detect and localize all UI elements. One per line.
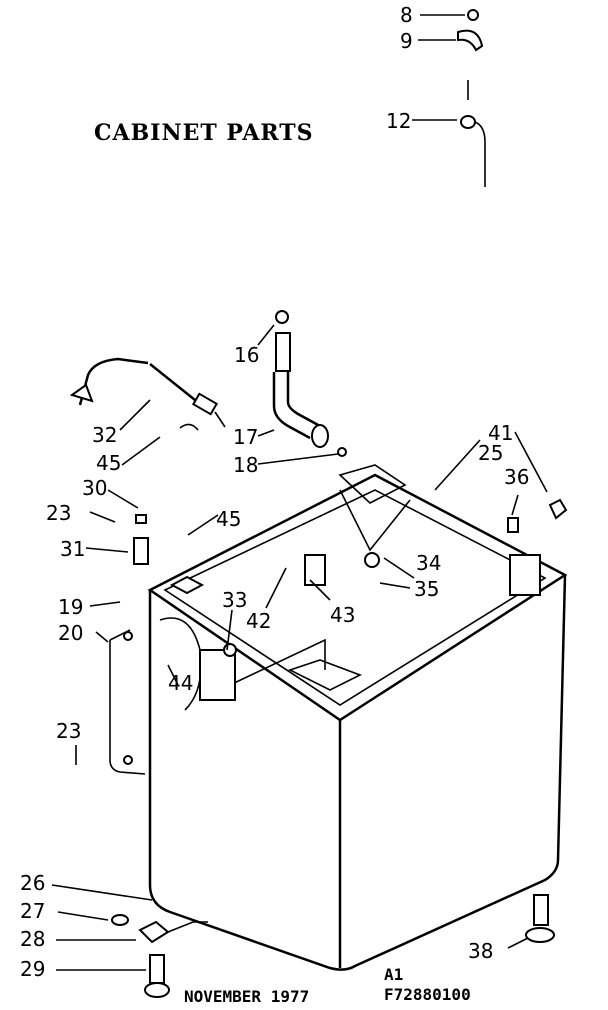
callout-34: 34 xyxy=(416,551,441,575)
hose-drawing xyxy=(272,310,347,457)
sheet-number: A1 xyxy=(384,965,403,984)
diagram-title: CABINET PARTS xyxy=(94,120,314,146)
callout-32: 32 xyxy=(92,423,117,447)
callout-29: 29 xyxy=(20,957,45,981)
callout-30: 30 xyxy=(82,476,107,500)
callout-36: 36 xyxy=(504,465,529,489)
callout-16: 16 xyxy=(234,343,259,367)
callout-9: 9 xyxy=(400,29,413,53)
callout-19: 19 xyxy=(58,595,83,619)
callout-12: 12 xyxy=(386,109,411,133)
callout-45b: 45 xyxy=(216,507,241,531)
callout-33: 33 xyxy=(222,588,247,612)
callout-23b: 23 xyxy=(56,719,81,743)
footer-part-number: F72880100 xyxy=(384,985,471,1004)
callout-27: 27 xyxy=(20,899,45,923)
callout-20: 20 xyxy=(58,621,83,645)
part-8-9-12-drawing xyxy=(457,9,486,187)
callout-18: 18 xyxy=(233,453,258,477)
callout-43: 43 xyxy=(330,603,355,627)
cabinet-drawing xyxy=(109,464,568,998)
callout-42: 42 xyxy=(246,609,271,633)
callout-23a: 23 xyxy=(46,501,71,525)
callout-26: 26 xyxy=(20,871,45,895)
callout-25: 25 xyxy=(478,441,503,465)
callout-38: 38 xyxy=(468,939,493,963)
callout-17: 17 xyxy=(233,425,258,449)
callout-labels: 8 9 12 16 17 18 32 45 30 23 31 45 19 20 … xyxy=(20,3,529,981)
wire-harness-drawing xyxy=(69,357,226,431)
callout-41: 41 xyxy=(488,421,513,445)
callout-44: 44 xyxy=(168,671,193,695)
callout-8: 8 xyxy=(400,3,413,27)
callout-35: 35 xyxy=(414,577,439,601)
callout-45a: 45 xyxy=(96,451,121,475)
callout-31: 31 xyxy=(60,537,85,561)
leader-lines xyxy=(51,14,548,971)
footer-date: NOVEMBER 1977 xyxy=(184,987,309,1006)
callout-28: 28 xyxy=(20,927,45,951)
